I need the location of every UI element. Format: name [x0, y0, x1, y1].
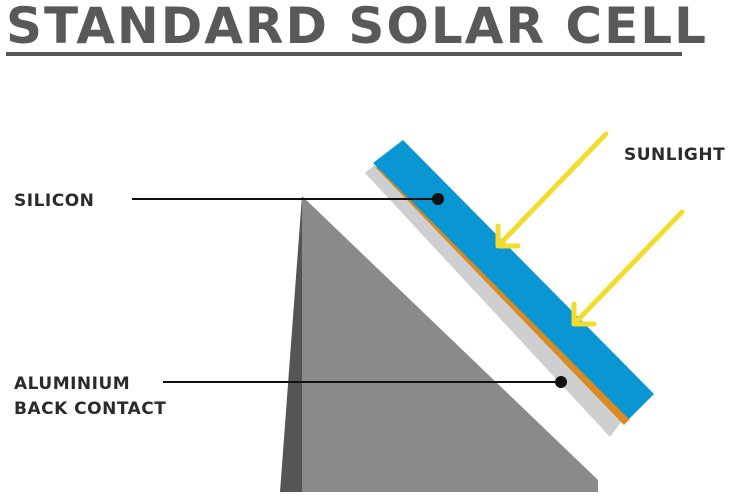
back-contact-layer: [365, 163, 622, 437]
title-underline: [6, 52, 682, 56]
aluminium-leader-dot: [555, 376, 567, 388]
sunlight-arrow: [571, 209, 685, 327]
mount-stand: [302, 196, 598, 492]
silicon-layer: [373, 140, 654, 419]
silicon-label: SILICON: [14, 191, 95, 211]
mount-stand-shadow: [280, 196, 302, 492]
sunlight-label: SUNLIGHT: [624, 145, 726, 165]
sunlight-arrow: [495, 131, 609, 249]
aluminium-label-line1: ALUMINIUM: [14, 374, 131, 394]
page-title: STANDARD SOLAR CELL: [6, 0, 708, 55]
silicon-leader-dot: [432, 193, 444, 205]
aluminium-label-line2: BACK CONTACT: [14, 399, 167, 419]
